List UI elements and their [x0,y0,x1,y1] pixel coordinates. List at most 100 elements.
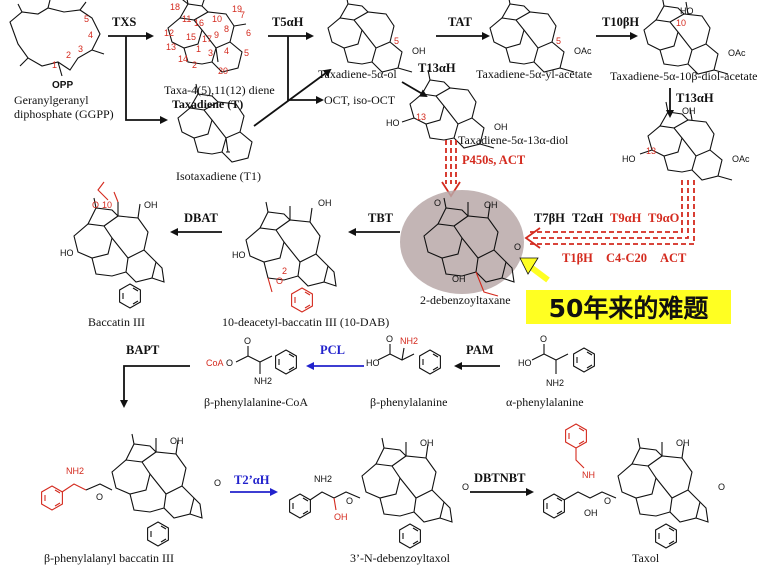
phe-bac-o2: O [214,478,221,488]
taxol-oh1: OH [584,508,598,518]
taxol-phenyl-ring [543,493,565,519]
t-num-12: 12 [164,28,174,38]
taxol-core [617,437,709,523]
diol13-num-13: 13 [416,112,426,122]
debenzoyltaxane-o2: O [514,242,521,252]
enzyme-act: ACT [660,251,687,265]
enzyme-t7bh: T7βH [534,211,565,225]
phe-coa-name: β-phenylalanine-CoA [204,395,308,409]
t-num-8: 8 [224,24,229,34]
baccatin-ho: HO [60,248,74,258]
debenzoyltaxol-name: 3’-N-debenzoyltaxol [350,551,451,565]
phe-bac-o: O [96,492,103,502]
enzyme-pam: PAM [466,343,494,357]
enzyme-t5ah: T5αH [272,15,304,29]
diol13-name: Taxadiene-5α-13α-diol [458,133,569,147]
debenzoyltaxol-nh2: NH2 [314,474,332,484]
t-num-14: 14 [178,54,188,64]
arrow-txs-iso [125,36,168,124]
taxadienyl-acetate-oac: OAc [574,46,592,56]
debenzoyltaxane-oh2: OH [452,274,466,284]
t13-product-oac: OAc [732,154,750,164]
t-num-20: 20 [218,66,228,76]
enzyme-t13ah-right: T13αH [676,91,714,105]
taxadienyl-acetate-structure [489,0,575,73]
ggpp-num-5: 5 [84,14,89,24]
phe-bac-benzoyl-ring [147,521,169,547]
dab-o-red: O [276,276,283,286]
taxol-o1: O [604,496,611,506]
red-arrow-right-3 [530,180,695,245]
taxol-benzoyl-amide-ring [565,423,587,449]
ggpp-structure: 5 4 3 2 1 OPP [9,0,105,91]
debenzoyltaxol-core [361,437,453,523]
dab-structure [245,201,337,293]
t-num-18: 18 [170,2,180,12]
t-num-17: 17 [202,34,212,44]
t-num-15: 15 [186,32,196,42]
phe-coa-o: O [226,358,233,368]
highlight-ellipse [400,190,524,294]
enzyme-t10bh: T10βH [602,15,639,29]
taxol-amide-red [575,448,585,469]
red-arrowhead-left [524,227,541,249]
isotaxadiene-structure [177,83,253,163]
diol-acetate-name: Taxadiene-5α-10β-diol-acetate [610,69,757,83]
baccatin-name: Baccatin III [88,315,145,329]
arrow-iso-to-ol [253,68,332,127]
a-phe-o: O [540,334,547,344]
ggpp-name-line1: Geranylgeranyl [14,93,89,107]
a-phe-structure [531,344,595,374]
diol13-oh: OH [494,122,508,132]
taxadienol-num-5: 5 [394,36,399,46]
debenzoyltaxol-phenyl-ring [289,493,311,519]
enzyme-t13ah-left: T13αH [418,61,456,75]
debenzoyltaxane-structure [423,197,515,297]
taxadienol-oh: OH [412,46,426,56]
phe-coa-structure [235,346,297,375]
taxadienol-structure [327,0,413,73]
phe-bac-core [111,433,203,519]
enzyme-txs: TXS [112,15,136,29]
t-num-10: 10 [212,14,222,24]
a-phe-nh2: NH2 [546,378,564,388]
enzyme-t2ah-prime: T2’αH [234,473,270,487]
debenzoyltaxane-o1: O [434,198,441,208]
enzyme-bapt: BAPT [126,343,160,357]
ggpp-num-1: 1 [52,60,57,70]
t-num-11: 11 [182,14,191,24]
debenzoyltaxol-o: O [346,496,353,506]
enzyme-p450-act: P450s, ACT [462,153,526,167]
ggpp-num-3: 3 [78,44,83,54]
a-phe-ho: HO [518,358,532,368]
t-num-7: 7 [240,10,245,20]
b-phe-structure [377,344,441,375]
callout-arrow-head [519,257,539,275]
t-num-3: 3 [208,48,213,58]
taxadienyl-acetate-num-5: 5 [556,36,561,46]
debenzoyltaxane-name: 2-debenzoyltaxane [420,293,511,307]
oct-label: OCT, iso-OCT [324,93,396,107]
t13-product-structure [639,101,733,181]
diol13-ho: HO [386,118,400,128]
t-num-9: 9 [214,30,219,40]
t13-product-num-13: 13 [646,146,656,156]
diol13-structure [401,69,495,149]
enzyme-dbat: DBAT [184,211,218,225]
debenzoyltaxane-oh1: OH [484,200,498,210]
callout-banner: 50年来的难题 [526,290,731,324]
b-phe-nh2: NH2 [400,336,418,346]
taxadienyl-acetate-name: Taxadiene-5α-yl-acetate [476,67,592,81]
enzyme-tbt: TBT [368,211,394,225]
t13-product-oh: OH [682,106,696,116]
taxol-o2: O [718,482,725,492]
debenzoyltaxol-benzoyl-ring [399,523,421,549]
isotaxadiene-name: Isotaxadiene (T1) [176,169,261,183]
diol-acetate-ho: HO [680,6,694,16]
phe-bac-nh2: NH2 [66,466,84,476]
t13-product-ho: HO [622,154,636,164]
dab-benzoyl-ring [291,287,313,313]
diol-acetate-num-10: 10 [676,18,686,28]
t-num-2: 2 [192,60,197,70]
